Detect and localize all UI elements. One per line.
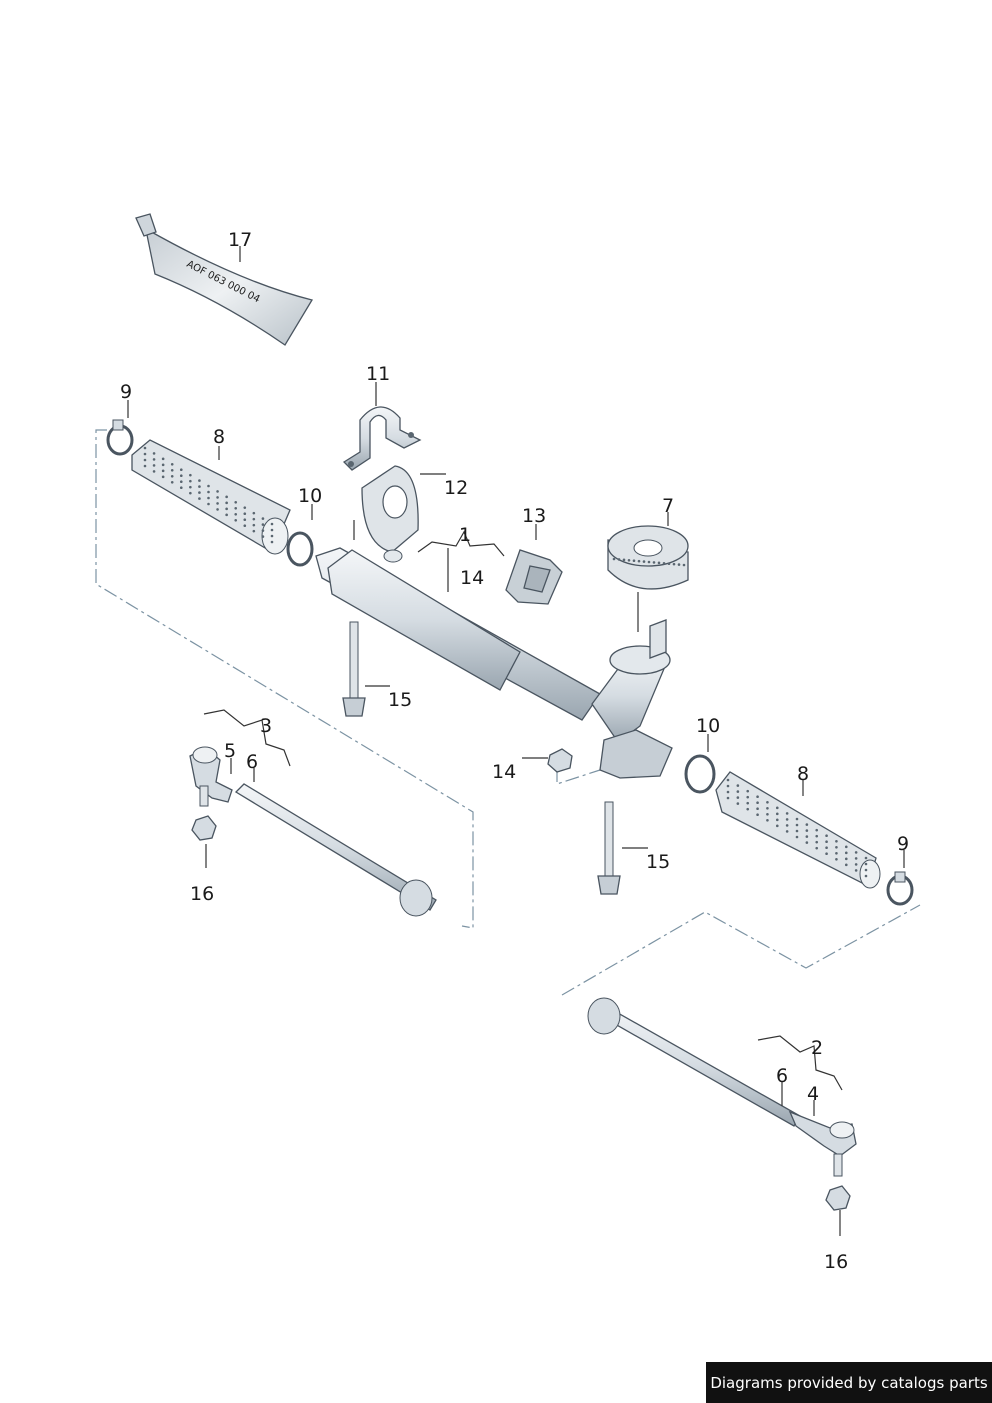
callout-8-right: 8 [797, 763, 809, 785]
left-tie-rod [189, 746, 437, 917]
rubber-bushing [607, 525, 689, 590]
right-hose-clip [886, 871, 914, 906]
callout-6-left: 6 [246, 751, 258, 773]
callout-labels: 17 11 9 8 12 10 13 7 1 14 15 10 14 8 15 … [120, 229, 909, 1273]
callout-12: 12 [444, 477, 468, 499]
right-bellows [715, 771, 881, 889]
callout-8-left: 8 [213, 426, 225, 448]
leader-lines [127, 246, 905, 1236]
callout-14-bottom: 14 [492, 761, 516, 783]
callout-10-right: 10 [696, 715, 720, 737]
callout-13: 13 [522, 505, 546, 527]
right-boot-clip [684, 754, 716, 794]
bellows-texture [143, 446, 274, 544]
callout-7: 7 [662, 495, 674, 517]
steering-rack-housing [315, 547, 673, 779]
nut-14 [547, 748, 573, 773]
right-assembly-dash-line [561, 904, 921, 996]
bolt-right [597, 801, 621, 895]
callout-16-left: 16 [190, 883, 214, 905]
left-bellows [131, 439, 291, 555]
callout-6-right: 6 [776, 1065, 788, 1087]
mounting-clamp [342, 406, 422, 471]
bellows-texture [612, 557, 686, 567]
callout-15-left: 15 [388, 689, 412, 711]
callout-5: 5 [224, 740, 236, 762]
bolt-left [342, 621, 366, 717]
right-tie-rod [587, 997, 857, 1211]
left-assembly-dash-line [95, 429, 474, 929]
bracket [505, 549, 563, 605]
footer-credit-badge: Diagrams provided by catalogs parts [706, 1362, 992, 1403]
callout-4: 4 [807, 1083, 819, 1105]
callout-15-right: 15 [646, 851, 670, 873]
left-boot-clip [286, 531, 314, 567]
callout-9-right: 9 [897, 833, 909, 855]
callout-3: 3 [260, 715, 272, 737]
callout-11: 11 [366, 363, 390, 385]
callout-17: 17 [228, 229, 252, 251]
callout-10-left: 10 [298, 485, 322, 507]
bellows-texture [726, 778, 868, 878]
callout-9-left: 9 [120, 381, 132, 403]
left-hose-clip [106, 419, 134, 456]
mount-dash-line [556, 768, 601, 785]
rubber-mount [361, 465, 419, 553]
callout-2: 2 [811, 1037, 823, 1059]
callout-14-top: 14 [460, 567, 484, 589]
callout-1: 1 [459, 524, 471, 546]
grease-tube: AOF 063 000 04 [135, 213, 314, 346]
callout-16-right: 16 [824, 1251, 848, 1273]
